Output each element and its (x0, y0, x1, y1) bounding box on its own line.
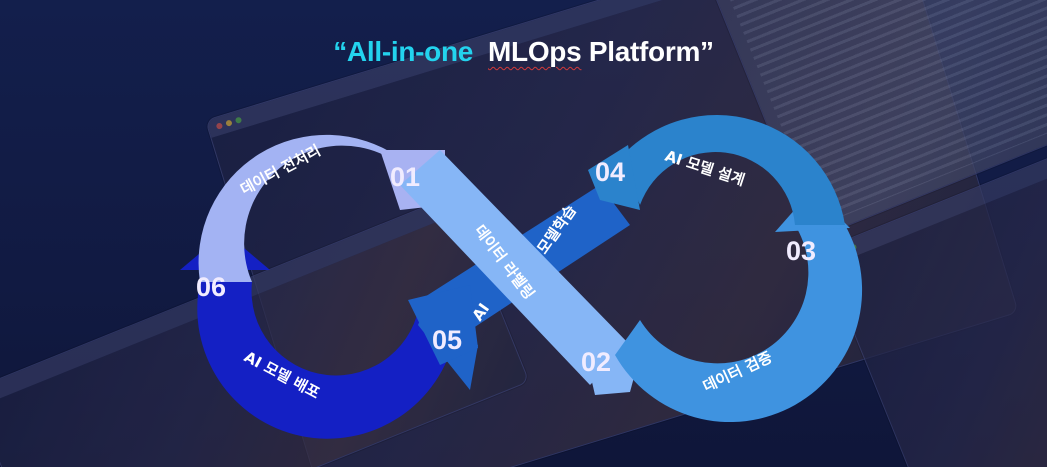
step-02-number: 02 (581, 347, 611, 377)
step-02-segment (400, 150, 640, 395)
title-accent-text: “All-in-one (333, 36, 474, 67)
step-06-number: 06 (196, 272, 226, 302)
step-01-number: 01 (390, 162, 420, 192)
step-03-number: 03 (786, 236, 816, 266)
step-04-number: 04 (595, 157, 625, 187)
title-underlined-word: MLOps (488, 36, 582, 67)
title-rest-text: Platform” (581, 36, 714, 67)
page-title: “All-in-one MLOps Platform” (0, 36, 1047, 68)
step-04-segment (588, 115, 845, 225)
step-05-number: 05 (432, 325, 462, 355)
